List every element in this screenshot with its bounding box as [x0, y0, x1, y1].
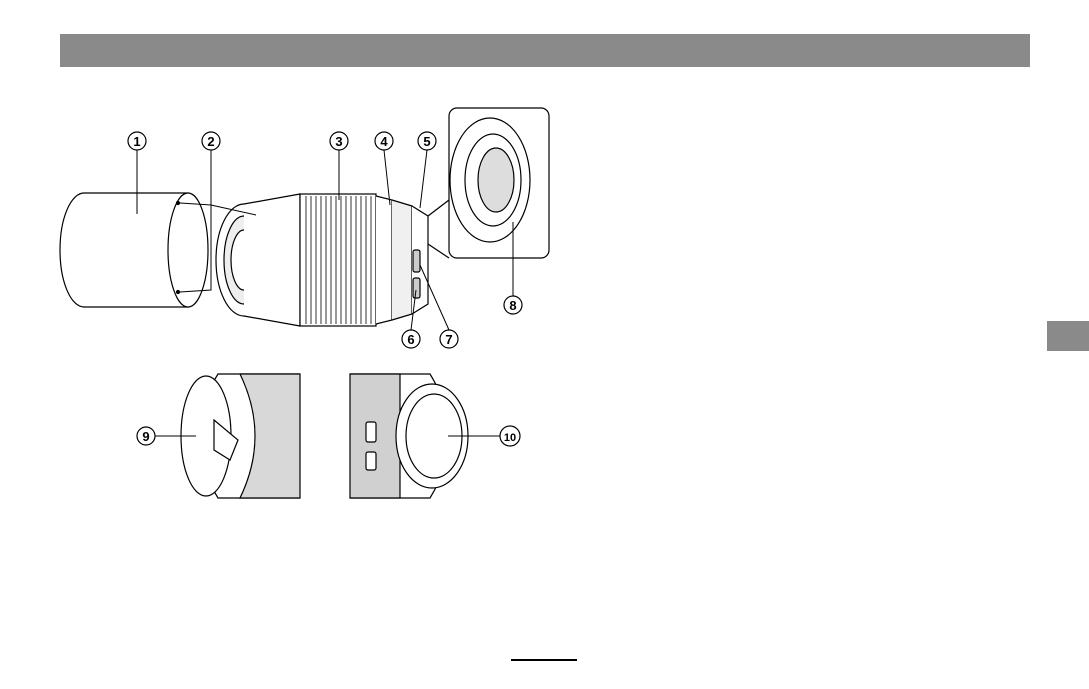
svg-text:10: 10 [504, 432, 516, 444]
svg-text:7: 7 [445, 332, 452, 347]
callout-1: 1 [128, 132, 146, 150]
callout-9: 9 [137, 427, 155, 445]
svg-text:5: 5 [423, 134, 430, 149]
lens-hood [60, 193, 208, 307]
svg-text:9: 9 [142, 429, 149, 444]
svg-text:1: 1 [133, 134, 140, 149]
mount-inset [428, 108, 549, 258]
callout-4: 4 [375, 132, 393, 150]
svg-text:6: 6 [407, 332, 414, 347]
callout-5: 5 [418, 132, 436, 150]
svg-text:4: 4 [380, 134, 388, 149]
callout-10: 10 [500, 426, 520, 446]
svg-text:2: 2 [207, 134, 214, 149]
svg-text:8: 8 [509, 298, 516, 313]
lens-body [216, 194, 428, 326]
svg-text:3: 3 [335, 134, 342, 149]
callout-7: 7 [440, 330, 458, 348]
callout-2: 2 [202, 132, 220, 150]
callout-6: 6 [402, 330, 420, 348]
callout-3: 3 [330, 132, 348, 150]
front-cap-view [181, 374, 300, 498]
callout-8: 8 [504, 296, 522, 314]
